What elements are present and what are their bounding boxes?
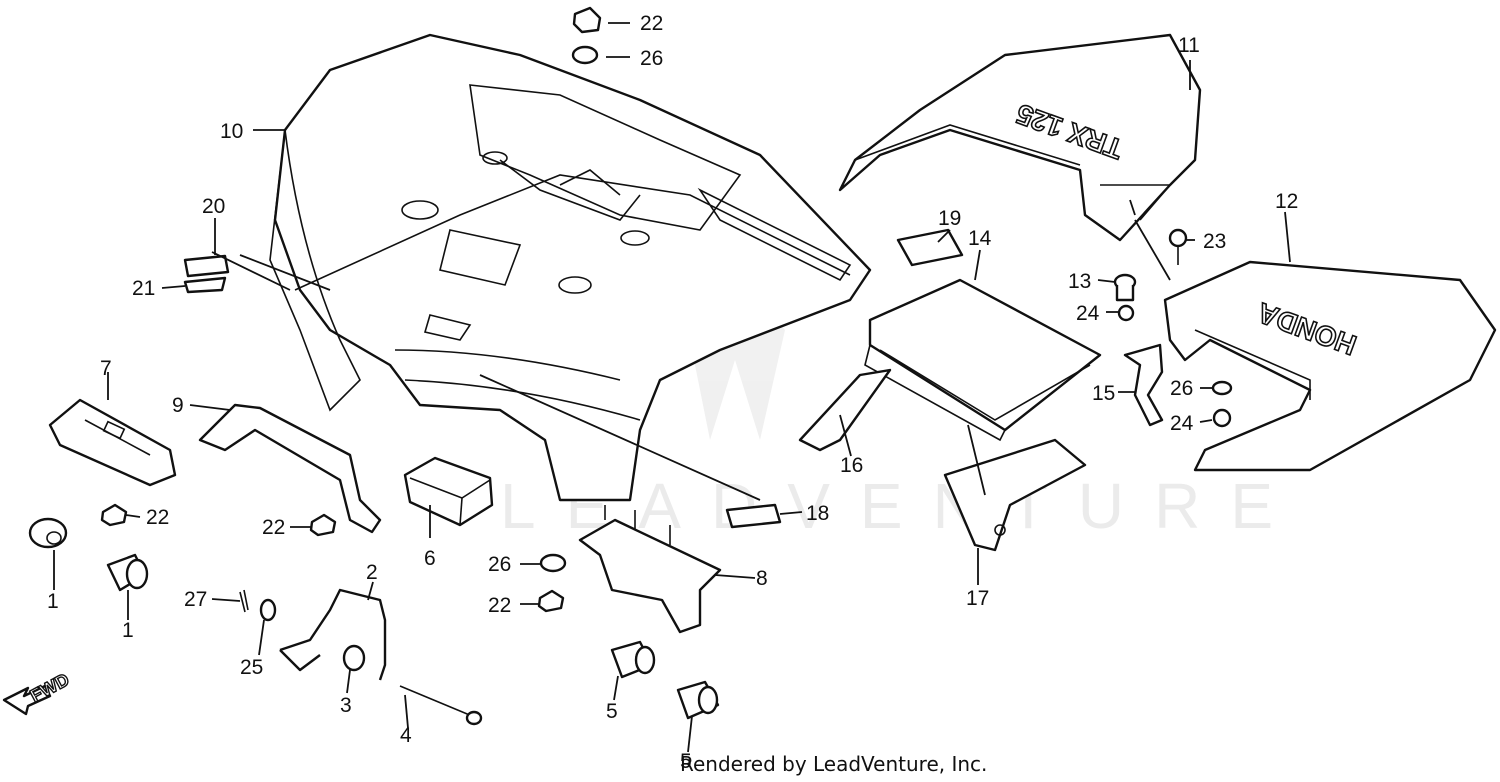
washer-26-mid bbox=[539, 553, 567, 573]
callout-11: 11 bbox=[1178, 34, 1200, 57]
bushing-1-left bbox=[28, 517, 68, 549]
callout-1-left: 1 bbox=[47, 590, 59, 613]
callout-22-low: 22 bbox=[488, 594, 511, 617]
callout-27: 27 bbox=[184, 588, 207, 611]
collar-3 bbox=[342, 644, 366, 672]
callout-20: 20 bbox=[202, 195, 225, 218]
box-lid-14 bbox=[864, 278, 1102, 442]
callout-22-top: 22 bbox=[640, 12, 663, 35]
fwd-arrow: FWD bbox=[2, 669, 73, 716]
callouts: 22 26 10 11 20 21 19 14 23 12 13 24 7 9 … bbox=[47, 12, 1298, 773]
rear-cover-12: HONDA bbox=[1163, 260, 1497, 472]
nut-24-a bbox=[1117, 304, 1135, 322]
grommet-13 bbox=[1113, 273, 1137, 302]
callout-13: 13 bbox=[1068, 270, 1091, 293]
hinge-15 bbox=[1123, 343, 1164, 427]
bracket-17 bbox=[943, 438, 1087, 552]
nut-22-low bbox=[537, 589, 565, 613]
callout-21: 21 bbox=[132, 277, 155, 300]
leader-lines bbox=[53, 22, 1291, 753]
callout-16: 16 bbox=[840, 454, 863, 477]
callout-25: 25 bbox=[240, 656, 263, 679]
pin-27 bbox=[239, 589, 249, 613]
callout-19: 19 bbox=[938, 207, 961, 230]
callout-26-mid: 26 bbox=[488, 553, 511, 576]
callout-26-top: 26 bbox=[640, 47, 663, 70]
clip-21 bbox=[183, 276, 227, 294]
callout-22-mid: 22 bbox=[262, 516, 285, 539]
bracket-7 bbox=[48, 398, 177, 487]
callout-24-a: 24 bbox=[1076, 302, 1100, 325]
collar-5-b bbox=[676, 680, 720, 720]
callout-2: 2 bbox=[366, 561, 378, 584]
callout-10: 10 bbox=[220, 120, 243, 143]
callout-22-left: 22 bbox=[146, 506, 169, 529]
callout-9: 9 bbox=[172, 394, 184, 417]
bushing-1-right bbox=[106, 553, 149, 592]
bolt-4 bbox=[399, 685, 483, 726]
rear-fender-10 bbox=[269, 33, 872, 502]
callout-3: 3 bbox=[340, 694, 352, 717]
nut-22-top bbox=[572, 6, 602, 34]
callout-12: 12 bbox=[1275, 190, 1298, 213]
callout-1-right: 1 bbox=[122, 619, 134, 642]
collar-5-a bbox=[610, 640, 656, 679]
callout-15: 15 bbox=[1092, 382, 1115, 405]
nut-24-b bbox=[1212, 408, 1232, 428]
callout-24-b: 24 bbox=[1170, 412, 1194, 435]
callout-5-a: 5 bbox=[606, 700, 618, 723]
stay-9 bbox=[198, 403, 382, 534]
front-cover-11: TRX 125 bbox=[838, 33, 1202, 242]
nut-22-mid bbox=[309, 513, 337, 537]
rod-2 bbox=[279, 588, 387, 681]
callout-14: 14 bbox=[968, 227, 992, 250]
bracket-16 bbox=[798, 368, 892, 452]
callout-18: 18 bbox=[806, 502, 829, 525]
washer-26-top bbox=[571, 45, 599, 65]
callout-26-right: 26 bbox=[1170, 377, 1193, 400]
callout-6: 6 bbox=[424, 547, 436, 570]
label-18 bbox=[725, 503, 782, 529]
callout-7: 7 bbox=[100, 357, 112, 380]
bolt-23 bbox=[1168, 228, 1188, 265]
callout-4: 4 bbox=[400, 724, 412, 747]
label-19 bbox=[896, 228, 964, 267]
callout-23: 23 bbox=[1203, 230, 1226, 253]
callout-5-b: 5 bbox=[680, 750, 692, 773]
callout-8: 8 bbox=[756, 567, 768, 590]
fwd-label: FWD bbox=[27, 669, 73, 706]
clip-20 bbox=[183, 254, 230, 278]
credit-line: Rendered by LeadVenture, Inc. bbox=[680, 752, 988, 776]
washer-26-right bbox=[1211, 380, 1233, 396]
nut-22-left bbox=[100, 503, 128, 527]
callout-17: 17 bbox=[966, 587, 989, 610]
washer-25 bbox=[259, 598, 277, 622]
rubber-block-6 bbox=[403, 456, 494, 527]
bracket-8 bbox=[578, 505, 722, 634]
